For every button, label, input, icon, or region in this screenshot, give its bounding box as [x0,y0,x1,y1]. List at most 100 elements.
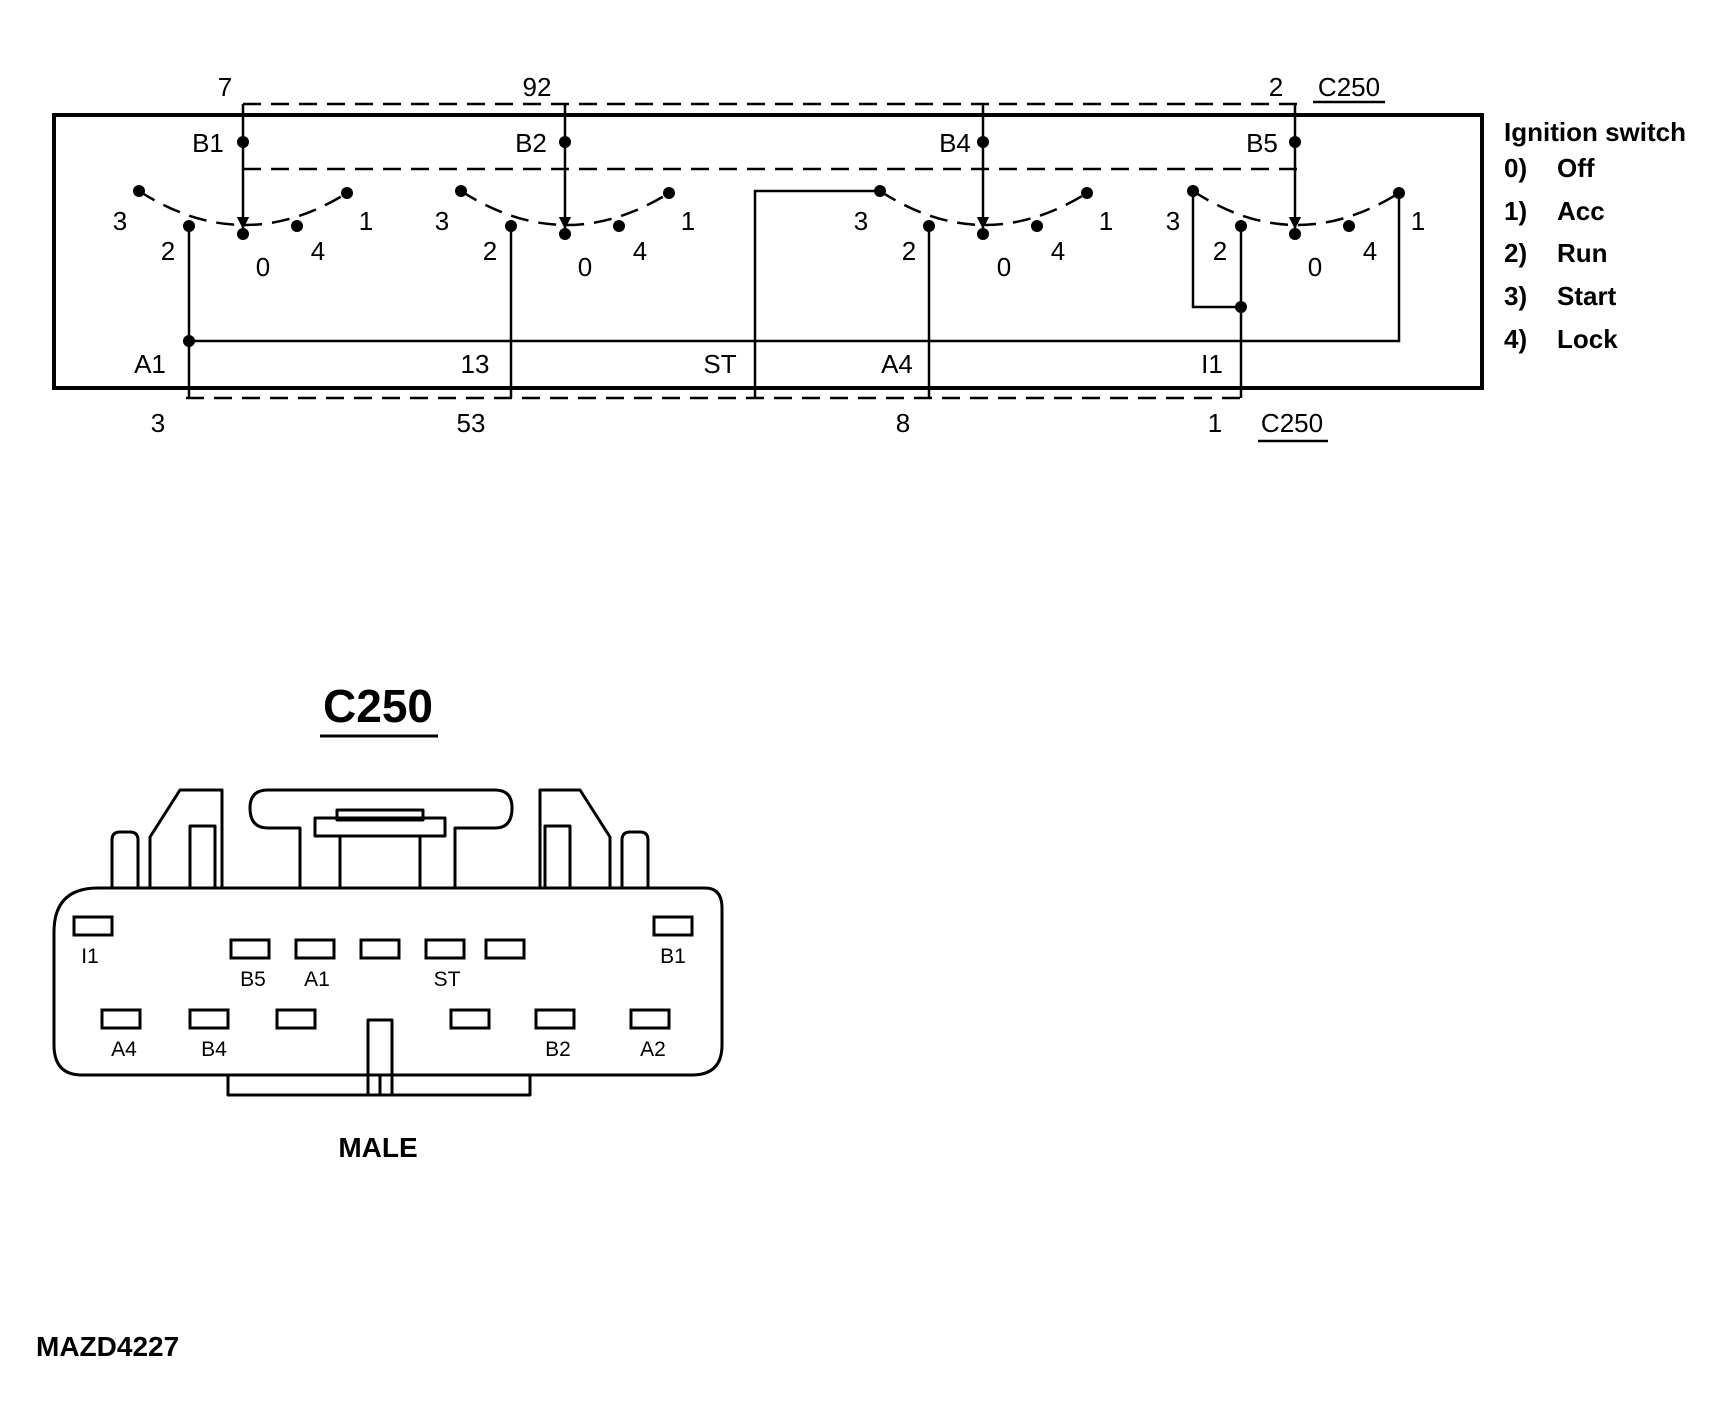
contact-label-1: 1 [1099,206,1113,236]
contact-arc [1192,189,1400,227]
right-post [620,830,650,888]
top-pin-92: 92 [523,72,552,102]
switch-schematic: 7 92 2 C250 3 53 8 1 C250 B1 B2 B4 B5 [52,72,1484,443]
cavity-a4 [100,1008,142,1030]
legend-name-off: Off [1557,153,1595,183]
switch-housing [52,113,1484,390]
contact-1 [663,187,675,199]
left-post [110,830,140,888]
cavity-a2 [629,1008,671,1030]
contact-label-3: 3 [435,206,449,236]
top-pin-7: 7 [218,72,232,102]
b1-node [237,136,249,148]
b2-node [559,136,571,148]
contact-label-2: 2 [1213,236,1227,266]
position-legend: Ignition switch 0) Off 1) Acc 2) Run 3) … [1504,117,1686,354]
contact-arc [879,189,1088,227]
contact-label-1: 1 [1411,206,1425,236]
input-label-b4: B4 [939,128,971,158]
contact-label-4: 4 [1363,236,1377,266]
legend-num-4: 4) [1504,324,1527,354]
cavity-label-st: ST [434,968,461,991]
cavity-label-a1: A1 [304,968,330,991]
output-label-a1: A1 [134,349,166,379]
lock-tab-body [338,834,422,890]
contact-0 [559,228,571,240]
cavity-label-a4: A4 [111,1038,137,1061]
switch-section-1: 3 2 0 4 1 [113,185,373,282]
contact-label-1: 1 [681,206,695,236]
legend-name-acc: Acc [1557,196,1605,226]
cavity-label-b1: B1 [660,945,686,968]
legend-num-2: 2) [1504,238,1527,268]
cavity-empty [449,1008,491,1030]
left-latch-slot [188,824,217,890]
cavity-b5 [229,938,271,960]
input-label-b2: B2 [515,128,547,158]
switch-section-3: 3 2 0 4 1 [854,185,1113,282]
cavity-label-i1: I1 [81,945,99,968]
contact-4 [1031,220,1043,232]
cavity-i1 [72,915,114,937]
cavity-a1 [294,938,336,960]
switch-section-2: 3 2 0 4 1 [435,185,695,282]
contact-4 [291,220,303,232]
cavity-st [424,938,466,960]
output-label-st: ST [703,349,736,379]
left-latch [148,788,224,888]
bottom-pin-8: 8 [896,408,910,438]
connector-view-title: C250 [323,680,433,732]
contact-label-4: 4 [1051,236,1065,266]
connector-body [52,886,724,1077]
acc-bus-wire [189,193,1401,343]
contact-label-3: 3 [1166,206,1180,236]
contact-label-3: 3 [113,206,127,236]
b4-node [977,136,989,148]
cavity-empty [275,1008,317,1030]
bottom-pin-53: 53 [457,408,486,438]
cavity-b1 [652,915,694,937]
top-connector-label: C250 [1318,72,1380,102]
i1-junction-node [1235,301,1247,313]
contact-label-0: 0 [578,252,592,282]
contact-1 [341,187,353,199]
contact-0 [1289,228,1301,240]
cavity-label-b4: B4 [201,1038,227,1061]
input-label-b1: B1 [192,128,224,158]
b5-node [1289,136,1301,148]
output-label-i1: I1 [1201,349,1223,379]
contact-label-3: 3 [854,206,868,236]
cavity-b4 [188,1008,230,1030]
contact-label-1: 1 [359,206,373,236]
contact-label-0: 0 [1308,252,1322,282]
output-label-13: 13 [461,349,490,379]
legend-title: Ignition switch [1504,117,1686,147]
connector-face-view: C250 [52,680,724,1163]
contact-label-2: 2 [161,236,175,266]
legend-num-3: 3) [1504,281,1527,311]
lock-tab-top [335,808,425,822]
contact-1 [1081,187,1093,199]
contact-label-4: 4 [633,236,647,266]
legend-num-0: 0) [1504,153,1527,183]
input-label-b5: B5 [1246,128,1278,158]
cavity-b2 [534,1008,576,1030]
right-latch [538,788,612,888]
top-pin-2: 2 [1269,72,1283,102]
contact-arc [460,189,670,227]
connector-gender-label: MALE [338,1132,417,1163]
cavity-empty [359,938,401,960]
contact-label-2: 2 [483,236,497,266]
top-hood [248,788,514,888]
cavity-label-b5: B5 [240,968,266,991]
contact-4 [1343,220,1355,232]
cavity-empty [484,938,526,960]
legend-name-lock: Lock [1557,324,1618,354]
output-wire-st [753,189,880,398]
right-latch-slot [543,824,572,890]
bottom-connector-label: C250 [1261,408,1323,438]
contact-4 [613,220,625,232]
legend-name-run: Run [1557,238,1608,268]
contact-label-4: 4 [311,236,325,266]
